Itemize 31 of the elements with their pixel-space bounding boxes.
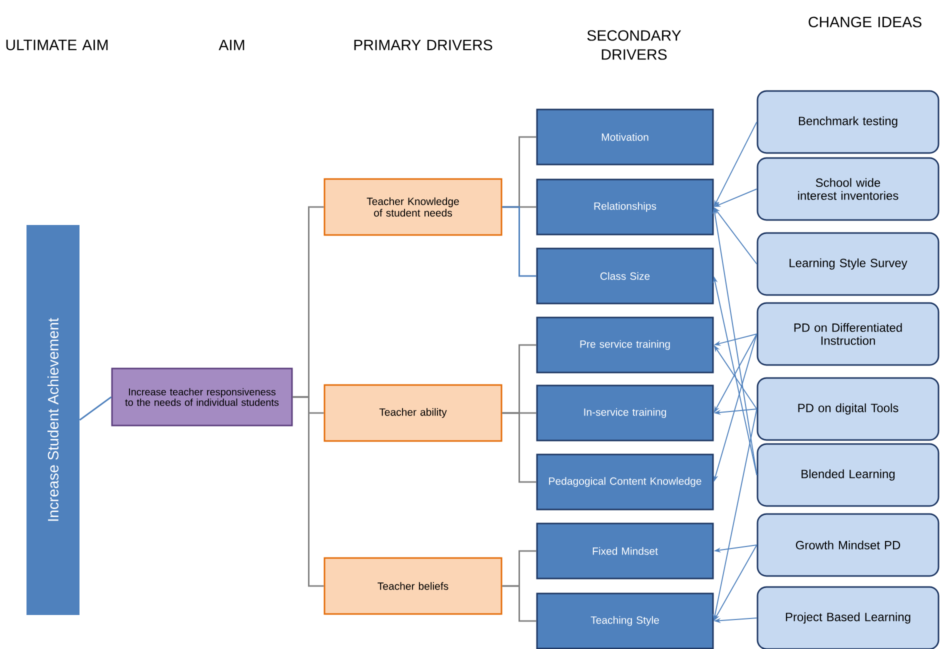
secondary-driver-box: Motivation [536,108,714,166]
change-idea-box: Project Based Learning [756,586,940,649]
secondary-driver-box: Pedagogical Content Knowledge [536,454,714,510]
column-heading: ULTIMATE AIM [6,40,108,50]
secondary-driver-box: In-service training [536,384,714,442]
column-heading: PRIMARY DRIVERS [354,40,492,50]
connector-line [79,396,112,421]
change-idea-box: Learning Style Survey [756,232,940,296]
change-idea-box: School wide interest inventories [756,157,940,221]
change-idea-box: PD on digital Tools [756,377,940,441]
column-heading: CHANGE IDEAS [808,16,922,28]
column-heading: AIM [218,40,244,50]
primary-driver-box: Teacher Knowledge of student needs [324,178,502,236]
change-idea-box: Growth Mindset PD [756,513,940,577]
change-idea-box: Benchmark testing [756,90,940,154]
secondary-driver-box: Pre service training [536,316,714,374]
column-heading: SECONDARY DRIVERS [587,30,682,60]
connector-line [502,206,536,277]
primary-driver-box: Teacher beliefs [324,557,502,615]
secondary-driver-box: Relationships [536,178,714,236]
connector-line [292,396,324,587]
aim-box: Increase teacher responsiveness to the needs of individual students [111,368,293,426]
secondary-driver-box: Teaching Style [536,592,714,649]
change-idea-box: PD on Differentiated Instruction [756,302,940,366]
primary-driver-box: Teacher ability [324,384,502,442]
connector-line [502,412,536,483]
ultimate-aim-box: Increase Student Achievement [26,225,80,615]
connector-line [502,585,536,622]
secondary-driver-box: Class Size [536,248,714,304]
change-idea-box: Blended Learning [756,443,940,507]
secondary-driver-box: Fixed Mindset [536,522,714,580]
